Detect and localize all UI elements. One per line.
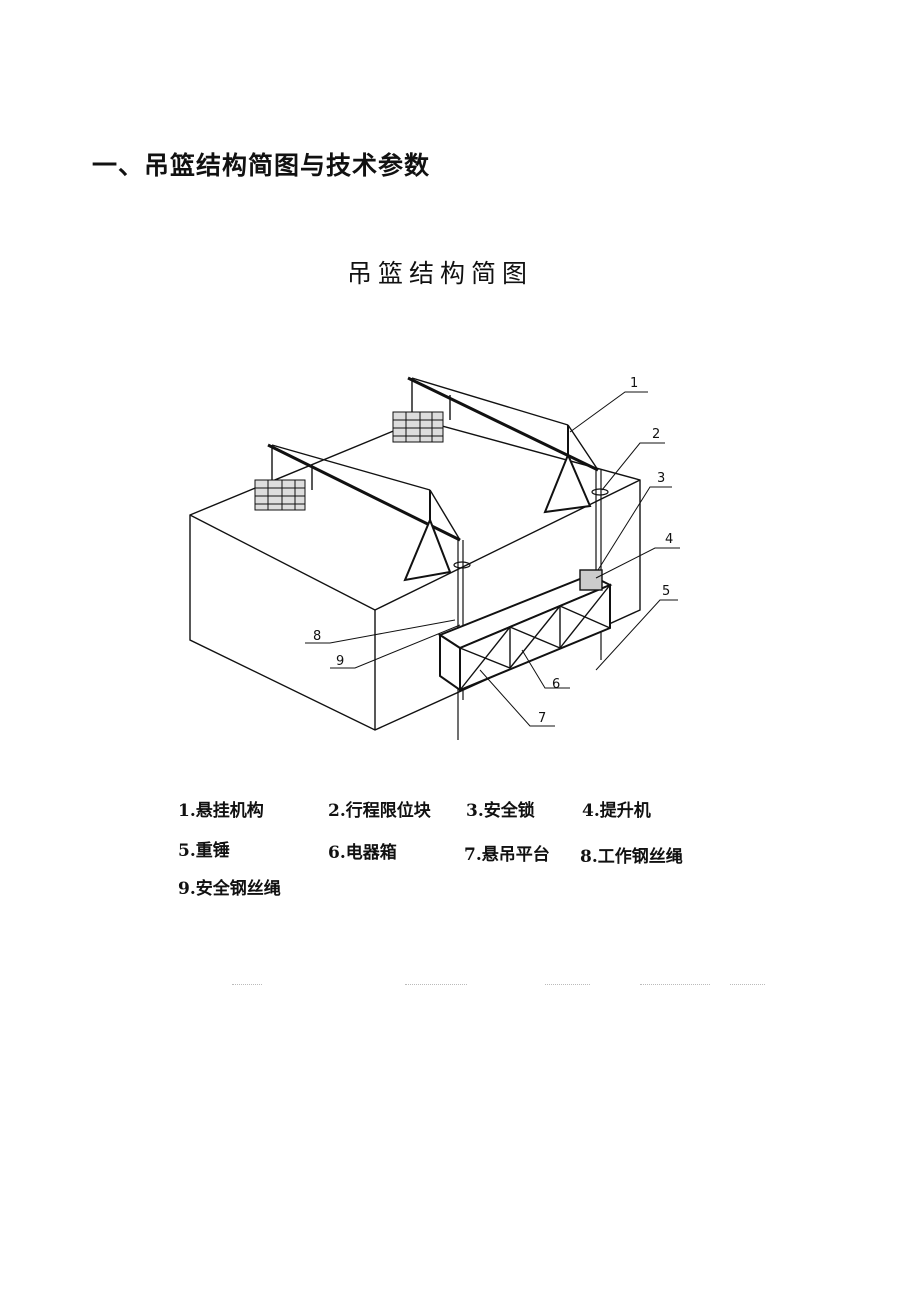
callout-1: 1 xyxy=(630,376,638,391)
legend-item: 6.电器箱 xyxy=(328,843,397,863)
suspended-platform xyxy=(437,569,613,692)
legend-item: 4.提升机 xyxy=(582,801,651,821)
callout-8: 8 xyxy=(313,629,321,644)
scan-artifact xyxy=(545,984,590,985)
callout-leaders xyxy=(305,391,680,727)
suspension-mechanism-right xyxy=(407,376,599,514)
counterweight-right xyxy=(392,411,444,443)
scan-artifact xyxy=(232,984,262,985)
legend-item: 7.悬吊平台 xyxy=(464,845,550,865)
scan-artifact xyxy=(640,984,710,985)
callout-4: 4 xyxy=(665,532,673,547)
callout-3: 3 xyxy=(657,471,665,486)
callout-6: 6 xyxy=(552,677,560,692)
scan-artifact xyxy=(730,984,765,985)
legend-item: 9.安全钢丝绳 xyxy=(178,879,281,899)
callout-2: 2 xyxy=(652,427,660,442)
section-heading: 一、吊篮结构简图与技术参数 xyxy=(92,151,431,180)
legend-item: 8.工作钢丝绳 xyxy=(580,847,683,867)
scan-artifact xyxy=(405,984,467,985)
callout-7: 7 xyxy=(538,711,546,726)
legend-item: 3.安全锁 xyxy=(466,801,535,821)
counterweight-left xyxy=(254,479,306,511)
legend-item: 2.行程限位块 xyxy=(328,801,431,821)
suspension-mechanism-left xyxy=(267,443,461,582)
legend-item: 5.重锤 xyxy=(178,841,230,861)
legend-item: 1.悬挂机构 xyxy=(178,801,264,821)
callout-9: 9 xyxy=(336,654,344,669)
callout-5: 5 xyxy=(662,584,670,599)
figure-title: 吊篮结构简图 xyxy=(346,259,533,288)
